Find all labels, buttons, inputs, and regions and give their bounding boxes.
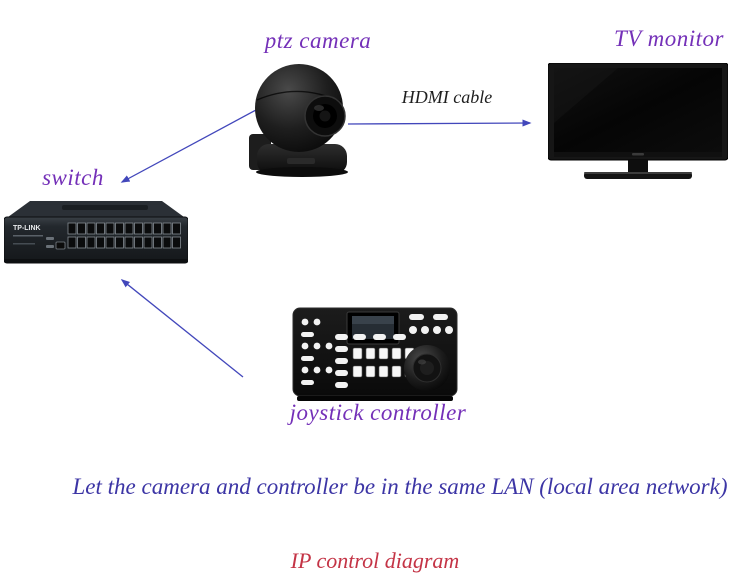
tv-screen [554, 68, 722, 152]
diagram-title: IP control diagram [290, 548, 460, 573]
switch-brand-label: TP-LINK [13, 225, 41, 232]
label-switch: switch [42, 165, 104, 190]
tv-stand-neck [628, 160, 648, 172]
arrow-camera-to-tv [347, 119, 532, 127]
joystick-controller-image [292, 307, 458, 401]
label-joystick-controller: joystick controller [289, 400, 467, 425]
label-hdmi-cable: HDMI cable [401, 87, 493, 107]
switch-uplink-port [55, 241, 66, 250]
arrow-camera-to-switch [120, 109, 257, 183]
tv-monitor-image [548, 63, 728, 179]
label-ptz-camera: ptz camera [264, 28, 372, 53]
network-switch-image: TP-LINK [4, 201, 188, 264]
controller-right-buttons [409, 314, 453, 334]
controller-left-buttons [301, 318, 333, 385]
switch-ports [67, 222, 181, 249]
lan-note: Let the camera and controller be in the … [72, 474, 728, 499]
label-tv-monitor: TV monitor [613, 26, 725, 51]
ptz-camera-image [249, 64, 348, 177]
arrow-controller-to-switch [120, 279, 244, 378]
controller-menu-buttons [335, 334, 406, 388]
